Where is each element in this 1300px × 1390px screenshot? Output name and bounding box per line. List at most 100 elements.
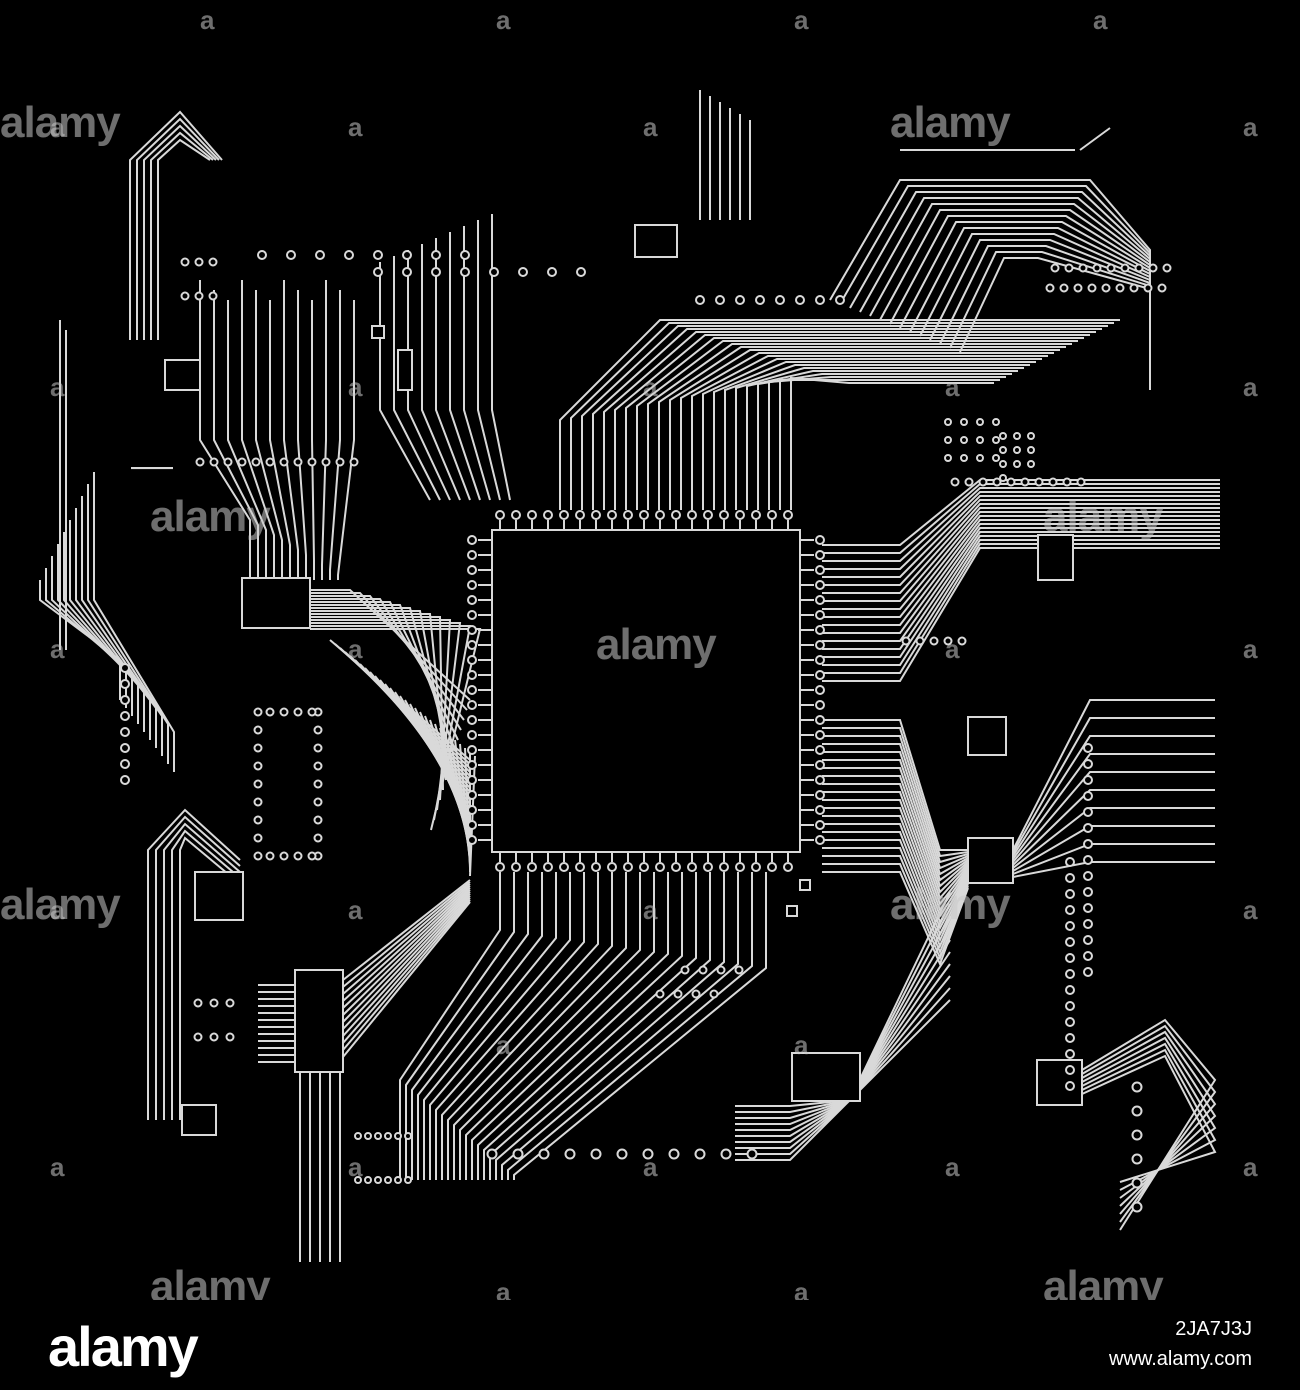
via-pad — [694, 1148, 706, 1160]
via-pad — [835, 295, 845, 305]
via-pad — [999, 460, 1007, 468]
via-pad — [746, 1148, 758, 1160]
trace — [342, 881, 471, 988]
trace — [405, 872, 515, 1180]
via-pad — [1083, 903, 1093, 913]
via-pad — [715, 295, 725, 305]
via-pad — [815, 715, 825, 725]
trace — [822, 543, 1220, 674]
via-pad — [671, 862, 681, 872]
via-pad — [467, 625, 477, 635]
trace — [822, 767, 969, 888]
via-pad — [1076, 477, 1086, 487]
via-pad — [1106, 263, 1116, 273]
via-pad — [623, 510, 633, 520]
trace — [822, 539, 1220, 666]
via-pad — [1162, 263, 1172, 273]
trace — [1081, 1048, 1217, 1191]
via-pad — [120, 727, 130, 737]
via-pad — [735, 510, 745, 520]
via-pad — [120, 679, 130, 689]
trace — [227, 300, 267, 580]
trace — [342, 899, 471, 1051]
via-pad — [687, 862, 697, 872]
trace — [435, 238, 471, 501]
via-pad — [467, 790, 477, 800]
trace — [379, 262, 431, 501]
via-pad — [655, 989, 665, 999]
via-pad — [257, 250, 267, 260]
image-id: 2JA7J3J — [1175, 1318, 1252, 1340]
via-pad — [253, 797, 263, 807]
via-pad — [1083, 775, 1093, 785]
trace — [429, 872, 571, 1180]
trace — [822, 491, 1220, 570]
footer-bar: alamy 2JA7J3J www.alamy.com — [0, 1300, 1300, 1390]
trace — [491, 214, 511, 501]
via-pad — [1083, 743, 1093, 753]
trace — [465, 872, 655, 1180]
via-pad — [1131, 1177, 1143, 1189]
trace — [636, 340, 1078, 510]
trace — [1012, 843, 1215, 875]
trace — [411, 872, 529, 1180]
via-pad — [467, 685, 477, 695]
cpu-chip — [491, 529, 801, 853]
trace — [471, 872, 669, 1180]
via-pad — [313, 833, 323, 843]
via-pad — [293, 457, 303, 467]
trace — [147, 808, 241, 1120]
via-pad — [1083, 967, 1093, 977]
site-url: www.alamy.com — [1109, 1348, 1252, 1370]
via-pad — [564, 1148, 576, 1160]
via-pad — [384, 1176, 392, 1184]
via-pad — [489, 267, 499, 277]
via-pad — [279, 851, 289, 861]
via-pad — [1083, 855, 1093, 865]
trace — [1081, 1024, 1217, 1223]
chip-top — [634, 224, 678, 258]
via-pad — [1013, 432, 1021, 440]
via-pad — [976, 436, 984, 444]
via-pad — [783, 510, 793, 520]
via-pad — [1129, 283, 1139, 293]
trace — [1079, 127, 1111, 151]
trace — [1081, 1042, 1217, 1199]
via-pad — [467, 700, 477, 710]
trace — [393, 256, 441, 501]
trace — [822, 503, 1220, 594]
trace — [342, 901, 471, 1058]
via-pad — [815, 820, 825, 830]
trace — [449, 232, 481, 501]
via-pad — [467, 565, 477, 575]
trace — [342, 893, 471, 1030]
trace — [495, 872, 725, 1180]
footer-logo: alamy — [48, 1315, 199, 1378]
via-pad — [607, 862, 617, 872]
pad-sq — [799, 879, 811, 891]
trace — [342, 887, 471, 1009]
trace — [1012, 861, 1215, 878]
trace — [150, 131, 214, 340]
via-pad — [467, 760, 477, 770]
via-pad — [815, 670, 825, 680]
via-pad — [815, 595, 825, 605]
trace — [489, 872, 711, 1180]
via-pad — [992, 418, 1000, 426]
trace — [1012, 789, 1215, 866]
via-pad — [511, 510, 521, 520]
trace — [447, 872, 613, 1180]
via-pad — [1083, 759, 1093, 769]
trace — [669, 349, 1060, 510]
via-pad — [253, 743, 263, 753]
trace — [822, 871, 969, 967]
via-pad — [1083, 807, 1093, 817]
via-pad — [313, 815, 323, 825]
via-pad — [364, 1132, 372, 1140]
trace — [822, 495, 1220, 578]
via-pad — [1065, 985, 1075, 995]
via-pad — [354, 1132, 362, 1140]
via-pad — [120, 663, 130, 673]
via-pad — [944, 418, 952, 426]
via-pad — [642, 1148, 654, 1160]
